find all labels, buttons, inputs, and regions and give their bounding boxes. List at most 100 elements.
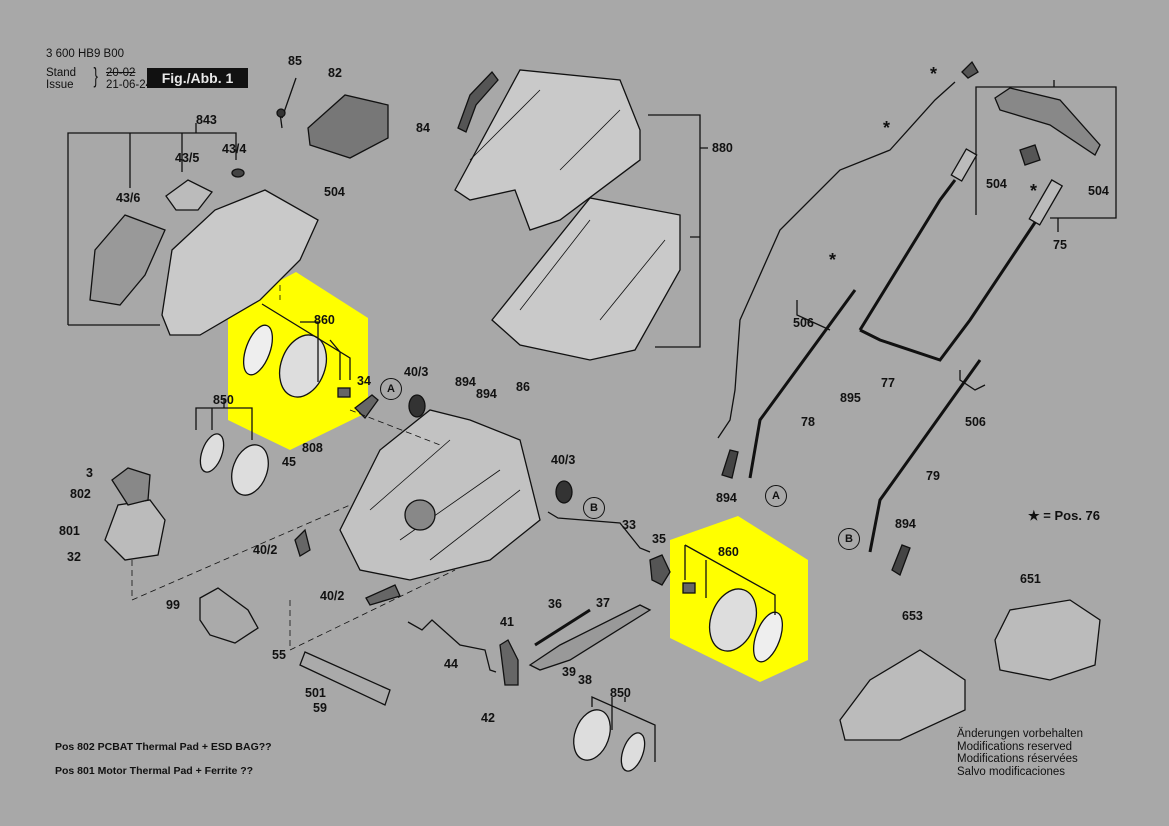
label-45: 45	[282, 455, 296, 469]
label-895: 895	[840, 391, 861, 405]
figure-label: Fig./Abb. 1	[147, 68, 248, 88]
star-legend-text: = Pos. 76	[1043, 508, 1101, 523]
label-85: 85	[288, 54, 302, 68]
stand-issue-labels: Stand Issue	[46, 67, 76, 91]
part-40-3-a	[408, 394, 426, 418]
part-850-wheel-left	[231, 444, 269, 496]
label-894-d: 894	[895, 517, 916, 531]
label-40-3-a: 40/3	[404, 365, 429, 379]
star-mark-cable: *	[883, 118, 891, 138]
bowden-cable	[717, 81, 956, 439]
part-860-wheel-cap-right	[752, 611, 784, 663]
part-40-2-a	[294, 528, 311, 557]
label-501: 501	[305, 686, 326, 700]
label-894-c: 894	[716, 491, 737, 505]
label-82: 82	[328, 66, 342, 80]
stand-label: Stand	[46, 67, 77, 79]
part-802-pcb	[111, 467, 151, 506]
ref-circle-b-deck: B	[583, 497, 605, 519]
ref-circle-b-handle: B	[838, 528, 860, 550]
part-651-battery	[994, 599, 1101, 681]
label-506-left: 506	[793, 316, 814, 330]
bracket-843	[67, 123, 237, 325]
modifications-en: Modifications reserved	[957, 740, 1073, 753]
part-55-blade	[299, 651, 391, 706]
label-653: 653	[902, 609, 923, 623]
modifications-de: Änderungen vorbehalten	[957, 728, 1083, 740]
label-39: 39	[562, 665, 576, 679]
note-pos-801: Pos 801 Motor Thermal Pad + Ferrite ??	[55, 765, 254, 777]
label-42: 42	[481, 711, 495, 725]
star-legend: ★ = Pos. 76	[1028, 508, 1100, 524]
part-44-rod	[407, 619, 497, 673]
label-79: 79	[926, 469, 940, 483]
ref-circle-a-deck: A	[380, 378, 402, 400]
part-40-2-b	[365, 584, 401, 606]
label-843: 843	[196, 113, 217, 127]
label-43-6: 43/6	[116, 191, 141, 205]
label-55: 55	[272, 648, 286, 662]
part-star-clip	[1019, 144, 1041, 166]
part-43-5	[165, 179, 213, 211]
label-99: 99	[166, 598, 180, 612]
label-860-left: 860	[314, 313, 335, 327]
bracket-880	[648, 114, 708, 348]
label-59: 59	[313, 701, 327, 715]
part-82-panel	[307, 94, 389, 159]
label-33: 33	[622, 518, 636, 532]
part-894-knob-right	[891, 544, 911, 576]
part-653-charger	[839, 649, 966, 741]
part-860-wheel-cap-left	[242, 324, 274, 376]
label-40-3-b: 40/3	[551, 453, 576, 467]
part-85-spring	[279, 77, 297, 129]
label-40-2-a: 40/2	[253, 543, 278, 557]
label-77: 77	[881, 376, 895, 390]
label-43-5: 43/5	[175, 151, 200, 165]
part-850-wheel-right	[573, 709, 611, 761]
label-802: 802	[70, 487, 91, 501]
label-86: 86	[516, 380, 530, 394]
label-40-2-b: 40/2	[320, 589, 345, 603]
ref-circle-a-handle: A	[765, 485, 787, 507]
star-mark-clip: *	[1030, 181, 1038, 201]
star-mark-cable-end: *	[930, 64, 938, 84]
label-651: 651	[1020, 572, 1041, 586]
star-icon: ★	[1028, 508, 1040, 523]
label-894-b: 894	[476, 387, 497, 401]
label-894-a: 894	[455, 375, 476, 389]
label-504-handle-right: 504	[1088, 184, 1109, 198]
grass-box-base	[491, 197, 681, 361]
label-504-handle-left: 504	[986, 177, 1007, 191]
part-37-arm	[528, 604, 652, 671]
stand-date: 20-02	[106, 67, 136, 79]
part-79-handle-lower-right	[868, 359, 982, 553]
issue-date: 21-06-24	[106, 79, 153, 91]
part-77-handle-middle	[859, 199, 1052, 362]
part-850-hubcap-left	[199, 433, 225, 473]
part-35-bracket	[649, 554, 671, 586]
part-40-3-b	[555, 480, 573, 504]
label-84: 84	[416, 121, 430, 135]
part-850-hubcap-right	[620, 732, 646, 772]
label-860-right: 860	[718, 545, 739, 559]
part-84-handle	[457, 70, 499, 133]
part-801-motor	[104, 499, 166, 561]
part-78-handle-lower-left	[748, 289, 857, 479]
label-44: 44	[444, 657, 458, 671]
brace-icon: }	[93, 63, 98, 88]
modifications-reserved: Änderungen vorbehalten Modifications res…	[957, 728, 1083, 778]
label-504-top: 504	[324, 185, 345, 199]
part-33-rod	[547, 511, 651, 553]
issue-label: Issue	[46, 79, 74, 91]
bracket-75	[975, 80, 1117, 232]
label-3: 3	[86, 466, 93, 480]
part-894-knob-left	[721, 449, 739, 479]
label-506-right: 506	[965, 415, 986, 429]
top-handle-grip	[994, 87, 1101, 156]
label-32: 32	[67, 550, 81, 564]
part-99-box	[199, 587, 259, 644]
modifications-es: Salvo modificaciones	[957, 765, 1066, 778]
label-880: 880	[712, 141, 733, 155]
part-860-wheel-right	[708, 588, 758, 652]
